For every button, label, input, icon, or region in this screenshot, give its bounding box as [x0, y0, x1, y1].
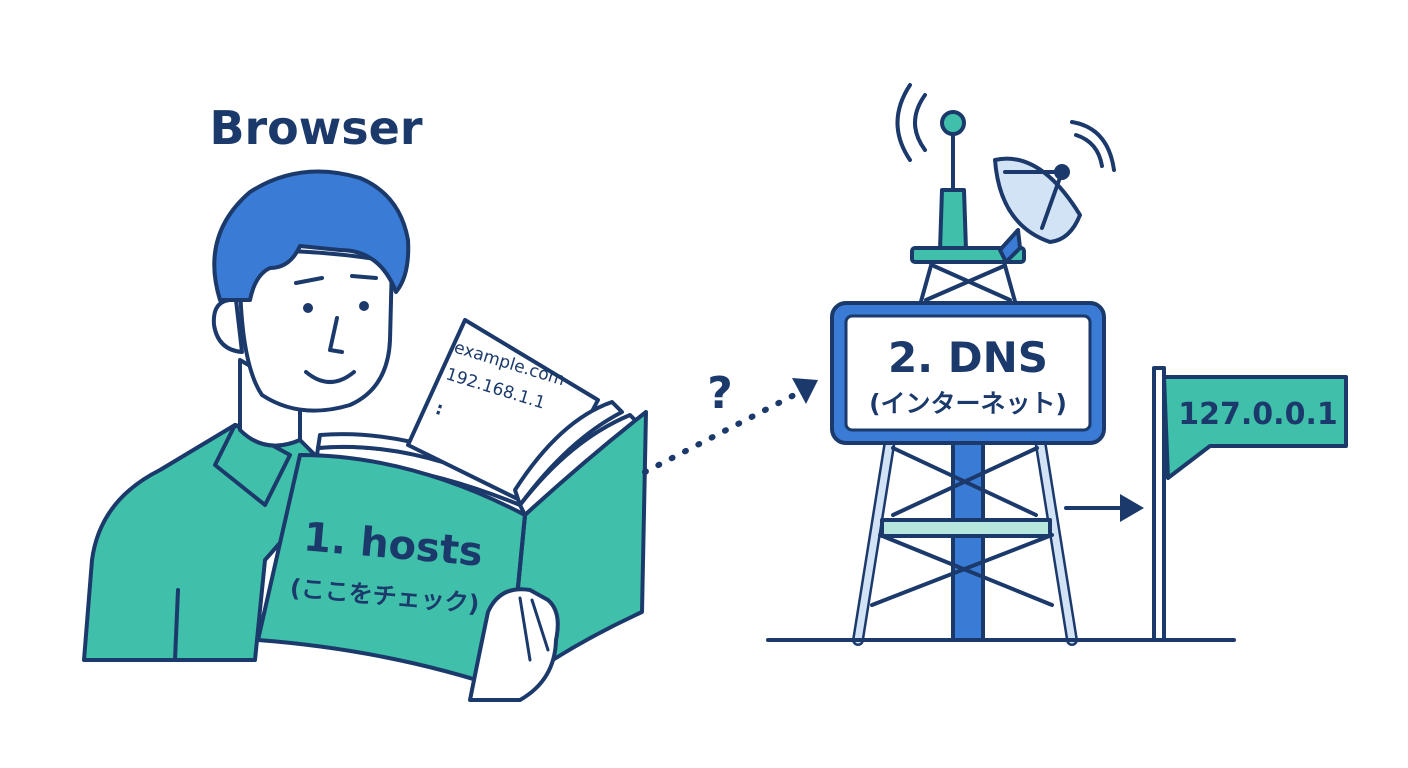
flag-pole [1152, 366, 1166, 642]
person-illustration [82, 169, 411, 662]
dns-title: 2. DNS [888, 333, 1048, 382]
result-ip: 127.0.0.1 [1178, 397, 1337, 432]
lookup-arrow [642, 378, 818, 475]
dns-sign [830, 301, 1106, 445]
result-arrow [1064, 494, 1144, 522]
dns-tower [766, 83, 1236, 646]
hosts-book: example.com 192.168.1.1 : [256, 318, 648, 702]
person-hair [212, 169, 411, 302]
flag-cloth [1162, 375, 1348, 480]
person-ear [211, 297, 244, 354]
question-mark: ? [707, 368, 733, 419]
antenna-tip-icon [940, 110, 966, 136]
result-flag [1152, 366, 1348, 642]
person-hand [468, 587, 560, 702]
dns-subtitle: (インターネット) [869, 389, 1067, 418]
satellite-dish-icon [993, 156, 1082, 244]
browser-label: Browser [209, 101, 422, 155]
